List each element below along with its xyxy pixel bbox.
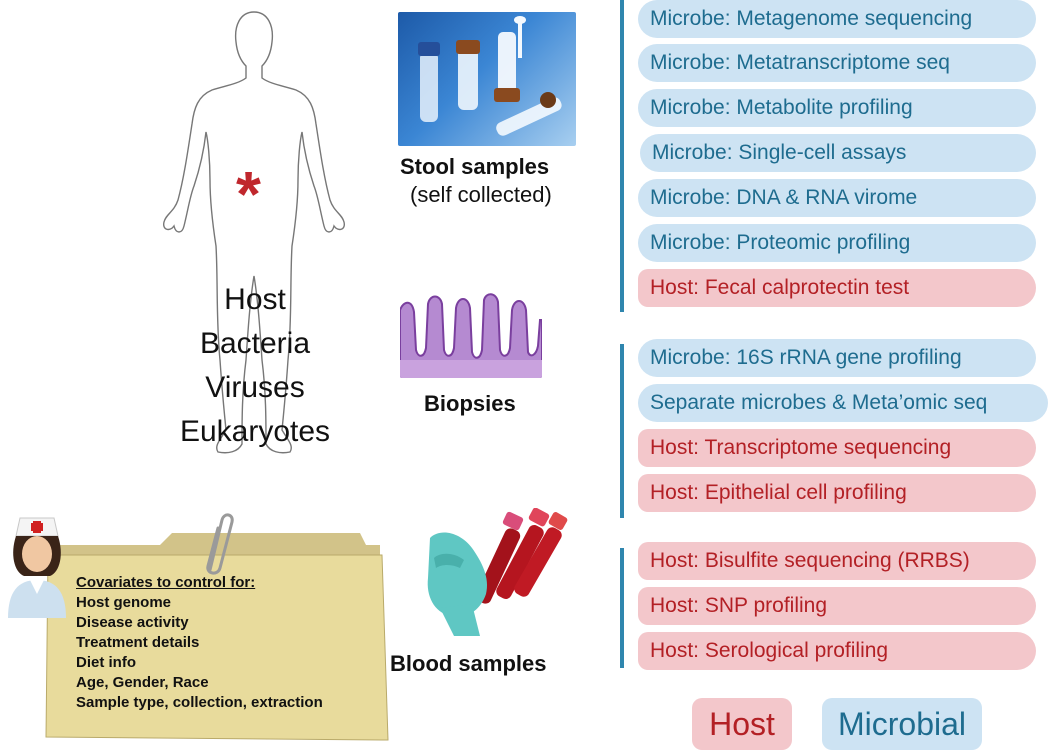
assay-separate-microbes-metaomic-seq: Separate microbes & Meta’omic seq [638, 384, 1048, 422]
assay-snp-profiling: Host: SNP profiling [638, 587, 1036, 625]
assay-single-cell-assays: Microbe: Single-cell assays [640, 134, 1036, 172]
file-folder-icon [45, 533, 389, 741]
assay-bisulfite-sequencing: Host: Bisulfite sequencing (RRBS) [638, 542, 1036, 580]
covariates-title: Covariates to control for: [76, 574, 256, 591]
asterisk-icon: * [236, 158, 261, 230]
stool-samples-title: Stool samples [400, 154, 550, 179]
covariate-item: Disease activity [76, 614, 189, 631]
nurse-icon [8, 517, 66, 618]
assay-16s-rrna-profiling: Microbe: 16S rRNA gene profiling [638, 339, 1036, 377]
biopsy-group-bar [620, 344, 624, 518]
covariate-item: Host genome [76, 594, 172, 611]
legend-host: Host [692, 698, 792, 750]
assay-epithelial-cell-profiling: Host: Epithelial cell profiling [638, 474, 1036, 512]
human-body-outline-icon [162, 11, 346, 454]
stool-samples-subtitle: (self collected) [410, 182, 552, 207]
biopsies-title: Biopsies [424, 391, 516, 416]
blood-tubes-image [420, 508, 570, 636]
assay-serological-profiling: Host: Serological profiling [638, 632, 1036, 670]
host-label: Host [224, 283, 286, 316]
covariate-item: Diet info [76, 654, 136, 671]
blood-group-bar [620, 548, 624, 668]
biopsy-tissue-image [400, 290, 542, 378]
assay-metagenome-sequencing: Microbe: Metagenome sequencing [638, 0, 1036, 38]
assay-dna-rna-virome: Microbe: DNA & RNA virome [638, 179, 1036, 217]
assay-metatranscriptome-seq: Microbe: Metatranscriptome seq [638, 44, 1036, 82]
covariate-item: Age, Gender, Race [76, 674, 209, 691]
covariate-item: Treatment details [76, 634, 200, 651]
bacteria-label: Bacteria [199, 327, 311, 360]
covariate-item: Sample type, collection, extraction [76, 694, 323, 711]
stool-tubes-image [398, 12, 576, 146]
assay-fecal-calprotectin-test: Host: Fecal calprotectin test [638, 269, 1036, 307]
stool-group-bar [620, 0, 624, 312]
assay-metabolite-profiling: Microbe: Metabolite profiling [638, 89, 1036, 127]
viruses-label: Viruses [205, 371, 305, 404]
paperclip-icon [206, 513, 234, 575]
assay-proteomic-profiling: Microbe: Proteomic profiling [638, 224, 1036, 262]
legend-microbial: Microbial [822, 698, 982, 750]
assay-transcriptome-sequencing: Host: Transcriptome sequencing [638, 429, 1036, 467]
blood-samples-title: Blood samples [390, 651, 547, 676]
eukaryotes-label: Eukaryotes [179, 415, 331, 448]
